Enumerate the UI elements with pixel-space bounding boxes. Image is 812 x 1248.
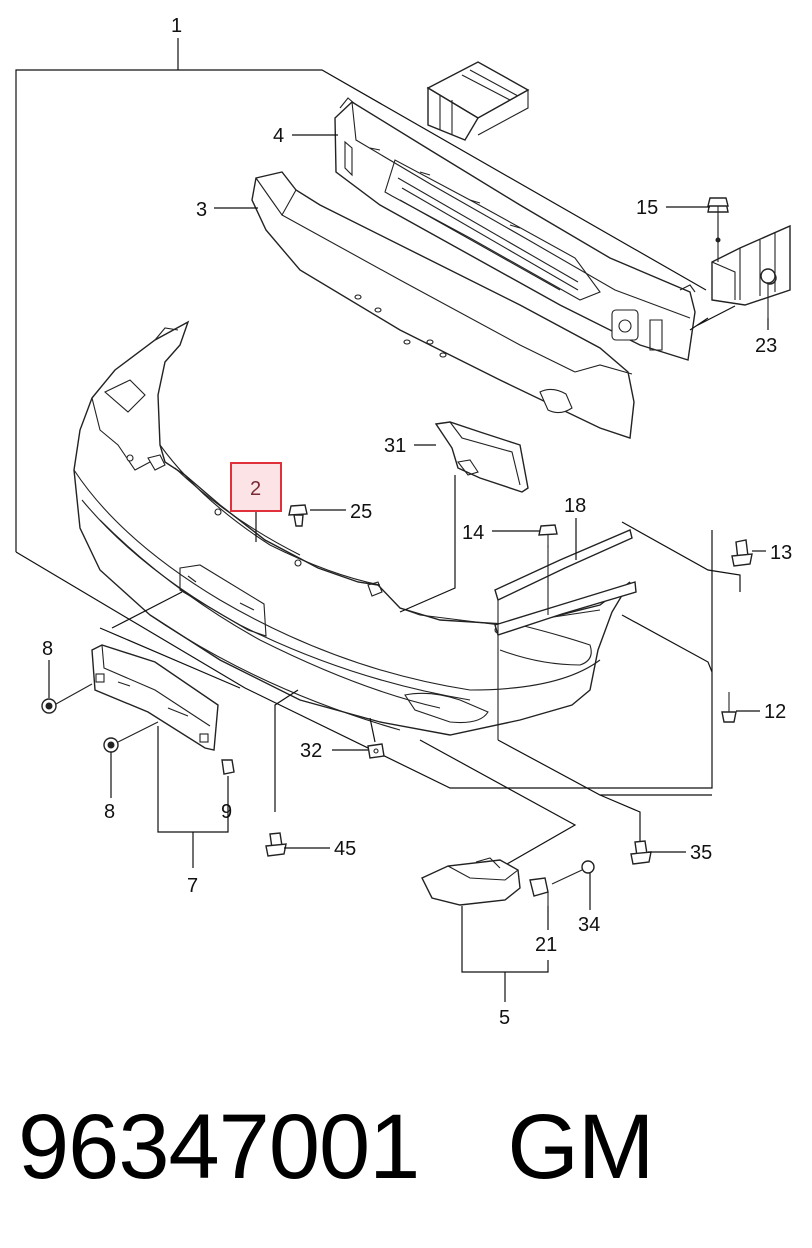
nut-32 xyxy=(367,743,385,759)
part-number-caption: 96347001 GM xyxy=(18,1092,655,1202)
assembly-outline-1 xyxy=(15,38,713,789)
frame-fragment-right xyxy=(689,201,791,331)
label-4: 4 xyxy=(273,125,284,147)
leader-lines-right xyxy=(99,521,741,869)
label-32: 32 xyxy=(300,740,322,762)
label-9: 9 xyxy=(221,801,232,823)
clip-45 xyxy=(265,832,287,857)
clip-13 xyxy=(731,539,753,567)
license-bracket-7 xyxy=(91,644,235,800)
label-45: 45 xyxy=(334,838,356,860)
label-25: 25 xyxy=(350,501,372,523)
clip-25 xyxy=(288,504,308,527)
frame-fragment-top xyxy=(426,61,530,141)
label-31: 31 xyxy=(384,435,406,457)
brand-name: GM xyxy=(507,1096,654,1198)
label-7: 7 xyxy=(187,875,198,897)
group-bracket-7 xyxy=(157,726,229,868)
group-bracket-5 xyxy=(461,906,549,1002)
callout-labels: 1 4 3 15 23 2 25 31 18 14 13 12 8 8 9 7 … xyxy=(42,15,792,1029)
label-3: 3 xyxy=(196,199,207,221)
bolt-8-upper xyxy=(41,683,93,714)
upper-beam-4 xyxy=(334,97,696,361)
label-15: 15 xyxy=(636,197,658,219)
label-12: 12 xyxy=(764,701,786,723)
clip-35 xyxy=(630,840,652,865)
label-34: 34 xyxy=(578,914,600,936)
label-8-upper: 8 xyxy=(42,638,53,660)
exploded-parts-diagram: 1 4 3 15 23 2 25 31 18 14 13 12 8 8 9 7 … xyxy=(15,15,792,1029)
fasteners xyxy=(41,197,776,885)
clip-23 xyxy=(760,268,776,318)
label-1: 1 xyxy=(171,15,182,37)
callout-leaders xyxy=(48,134,769,930)
label-21: 21 xyxy=(535,934,557,956)
bolt-8-lower xyxy=(103,721,159,753)
label-8-lower: 8 xyxy=(104,801,115,823)
fog-lamp-cover-5 xyxy=(421,857,549,906)
highlight-box xyxy=(230,462,282,512)
bracket-31 xyxy=(399,421,529,613)
label-23: 23 xyxy=(755,335,777,357)
label-5: 5 xyxy=(499,1007,510,1029)
side-strip-18 xyxy=(494,529,712,796)
screw-34 xyxy=(551,860,595,885)
label-14: 14 xyxy=(462,522,484,544)
label-13: 13 xyxy=(770,542,792,564)
screw-12 xyxy=(721,692,737,723)
label-18: 18 xyxy=(564,495,586,517)
label-2: 2 xyxy=(250,478,261,500)
bolt-15 xyxy=(707,197,729,243)
bolt-14 xyxy=(538,524,558,548)
part-number: 96347001 xyxy=(18,1096,420,1198)
energy-absorber-3 xyxy=(251,171,635,439)
label-35: 35 xyxy=(690,842,712,864)
